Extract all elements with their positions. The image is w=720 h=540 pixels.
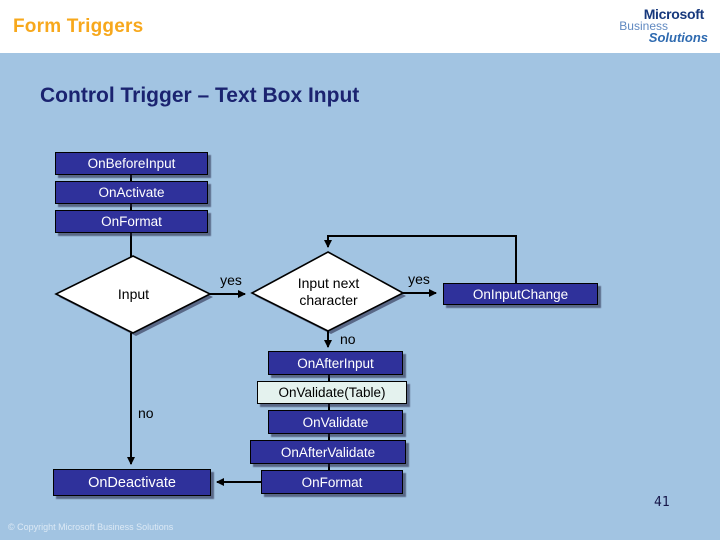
box-onafterinput: OnAfterInput xyxy=(268,351,403,375)
box-onvalidate-table: OnValidate(Table) xyxy=(257,381,407,404)
box-onaftervalidate-label: OnAfterValidate xyxy=(280,444,376,460)
box-onaftervalidate: OnAfterValidate xyxy=(250,440,406,464)
edge-label-no-input: no xyxy=(138,405,154,421)
input-diamond-label: Input xyxy=(117,286,150,302)
box-onvalidate: OnValidate xyxy=(268,410,403,434)
box-onformat-top: OnFormat xyxy=(55,210,208,233)
box-onafterinput-label: OnAfterInput xyxy=(297,355,374,371)
logo-solutions-text: Solutions xyxy=(648,30,708,45)
microsoft-business-solutions-logo: Microsoft Business Solutions xyxy=(600,0,720,53)
box-onactivate-label: OnActivate xyxy=(98,185,165,200)
edge-label-no-next: no xyxy=(340,331,356,347)
next-char-diamond-label: Input next character xyxy=(276,275,381,309)
next-char-diamond-label-line2: character xyxy=(299,292,358,308)
box-onbeforeinput: OnBeforeInput xyxy=(55,152,208,175)
box-onformat-top-label: OnFormat xyxy=(101,214,162,229)
box-onvalidate-table-label: OnValidate(Table) xyxy=(278,385,386,400)
header-title: Form Triggers xyxy=(13,16,144,37)
page-number: 41 xyxy=(654,495,670,510)
box-onbeforeinput-label: OnBeforeInput xyxy=(87,156,176,171)
box-onformat-bottom: OnFormat xyxy=(261,470,403,494)
box-onactivate: OnActivate xyxy=(55,181,208,204)
box-ondeactivate-label: OnDeactivate xyxy=(88,474,176,491)
next-char-diamond-label-line1: Input next xyxy=(297,275,360,291)
input-diamond xyxy=(54,255,212,334)
box-ondeactivate: OnDeactivate xyxy=(53,469,211,496)
box-oninputchange-label: OnInputChange xyxy=(472,286,569,302)
header-bar: Form Triggers Microsoft Business Solutio… xyxy=(0,0,720,53)
loop-oninputchange-to-next-diamond xyxy=(324,235,517,283)
logo-business-text: Business xyxy=(619,19,668,33)
copyright-text: © Copyright Microsoft Business Solutions xyxy=(8,522,174,532)
box-oninputchange: OnInputChange xyxy=(443,283,598,305)
logo-microsoft-text: Microsoft xyxy=(643,6,705,22)
edge-label-yes-input: yes xyxy=(220,272,242,288)
box-onvalidate-label: OnValidate xyxy=(302,414,369,430)
box-onformat-bottom-label: OnFormat xyxy=(301,474,363,490)
edge-label-yes-next: yes xyxy=(408,271,430,287)
slide-title: Control Trigger – Text Box Input xyxy=(40,84,360,107)
